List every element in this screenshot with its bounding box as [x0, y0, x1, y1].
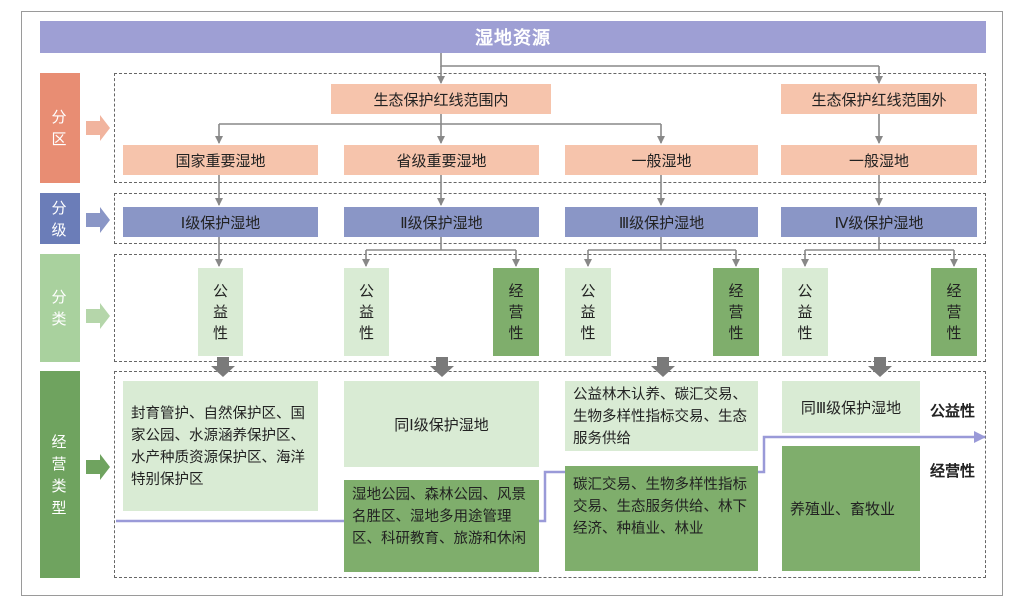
level-3: Ⅲ级保护湿地: [565, 207, 758, 237]
side-label-classification: 分类: [40, 254, 80, 362]
type-col3-business: 碳汇交易、生物多样性指标交易、生态服务供给、林下经济、种植业、林业: [565, 466, 758, 571]
category-col3-business: 经营性: [713, 268, 759, 356]
block-arrow-col2: [430, 357, 454, 377]
category-col2-public: 公益性: [344, 268, 389, 356]
type-col4-public-text: 同Ⅲ级保护湿地: [800, 398, 902, 417]
category-col2-business-text: 经营性: [508, 281, 524, 342]
category-col3-business-text: 经营性: [728, 281, 744, 342]
side-label-zoning: 分区: [40, 73, 80, 183]
category-col4-public-text: 公益性: [797, 281, 813, 342]
type-col4-public: 同Ⅲ级保护湿地: [782, 381, 920, 433]
type-col1-public-text: 封育管护、自然保护区、国家公园、水源涵养保护区、水产种质资源保护区、海洋特别保护…: [131, 406, 305, 488]
type-col2-business-text: 湿地公园、森林公园、风景名胜区、湿地多用途管理区、科研教育、旅游和休闲: [352, 487, 526, 547]
category-col2-public-text: 公益性: [358, 281, 374, 342]
classification-section: [114, 254, 986, 362]
side-label-operation-type: 经营类型: [40, 371, 80, 578]
category-col1-public-text: 公益性: [212, 281, 228, 342]
category-col4-business: 经营性: [931, 268, 977, 356]
category-col3-public-text: 公益性: [580, 281, 596, 342]
block-arrow-col4: [868, 357, 892, 377]
side-arrow-classification: [86, 303, 110, 329]
block-arrow-col3: [651, 357, 675, 377]
category-col1-public: 公益性: [198, 268, 243, 356]
type-col2-public-text: 同Ⅰ级保护湿地: [394, 415, 489, 434]
category-col2-business: 经营性: [493, 268, 539, 356]
wetland-national: 国家重要湿地: [123, 145, 318, 175]
side-label-zoning-text: 分区: [51, 108, 69, 148]
grading-section: [114, 193, 986, 244]
side-label-classification-text: 分类: [51, 288, 69, 328]
zone-outside-redline: 生态保护红线范围外: [781, 84, 977, 114]
side-label-operation-type-text: 经营类型: [51, 432, 69, 517]
category-col3-public: 公益性: [565, 268, 611, 356]
diagram-title: 湿地资源: [40, 21, 986, 53]
category-col4-public: 公益性: [782, 268, 828, 356]
zone-inside-redline: 生态保护红线范围内: [331, 84, 551, 114]
side-arrow-zoning: [86, 115, 110, 141]
line-label-public: 公益性: [930, 402, 976, 420]
line-label-business: 经营性: [930, 462, 976, 480]
side-label-grading: 分级: [40, 193, 80, 244]
zoning-section: [114, 73, 986, 183]
type-col4-business-text: 养殖业、畜牧业: [790, 500, 896, 518]
type-col3-business-text: 碳汇交易、生物多样性指标交易、生态服务供给、林下经济、种植业、林业: [573, 477, 747, 537]
arrow-title-to-inside: [440, 53, 879, 67]
type-col2-business: 湿地公园、森林公园、风景名胜区、湿地多用途管理区、科研教育、旅游和休闲: [344, 480, 539, 572]
type-col3-public: 公益林木认养、碳汇交易、生物多样性指标交易、生态服务供给: [565, 381, 758, 451]
wetland-general-inside: 一般湿地: [565, 145, 758, 175]
side-arrow-operation: [86, 454, 110, 480]
operation-section: [114, 371, 986, 578]
level-2: Ⅱ级保护湿地: [344, 207, 539, 237]
side-arrow-grading: [86, 207, 110, 233]
side-label-grading-text: 分级: [51, 198, 69, 239]
outer-frame: [21, 11, 1003, 596]
level-1: Ⅰ级保护湿地: [123, 207, 318, 237]
block-arrow-col1: [211, 357, 235, 377]
type-col3-public-text: 公益林木认养、碳汇交易、生物多样性指标交易、生态服务供给: [573, 387, 747, 447]
type-col4-business: 养殖业、畜牧业: [782, 446, 920, 571]
wetland-provincial: 省级重要湿地: [344, 145, 539, 175]
category-col4-business-text: 经营性: [946, 281, 962, 342]
level-4: Ⅳ级保护湿地: [781, 207, 977, 237]
type-col2-public: 同Ⅰ级保护湿地: [344, 381, 539, 467]
wetland-general-outside: 一般湿地: [781, 145, 977, 175]
type-col1-public: 封育管护、自然保护区、国家公园、水源涵养保护区、水产种质资源保护区、海洋特别保护…: [123, 381, 318, 511]
